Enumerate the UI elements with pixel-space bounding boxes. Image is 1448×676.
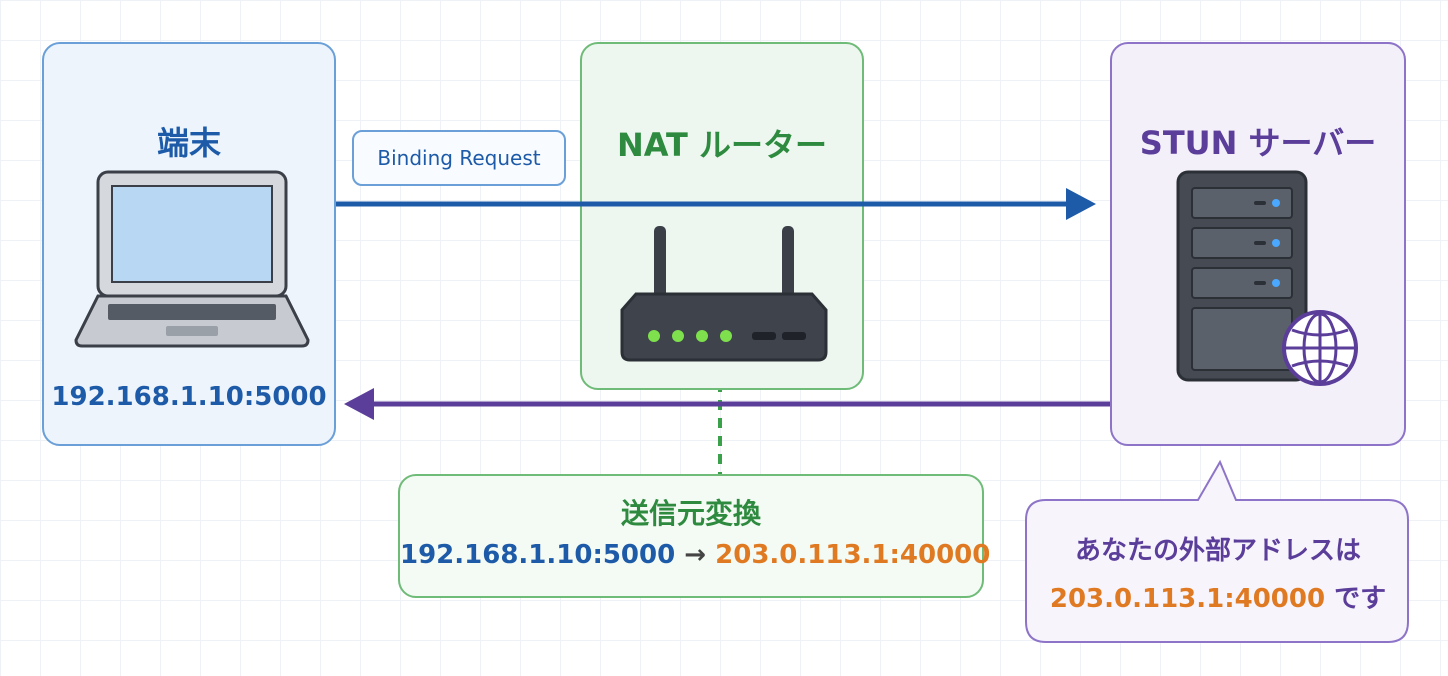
- translation-title: 送信元変換: [620, 497, 761, 530]
- response-line1: あなたの外部アドレスは: [1074, 536, 1361, 566]
- laptop-icon: [74, 170, 310, 348]
- stun-title: STUN サーバー: [1139, 124, 1377, 162]
- nat-title: NAT ルーター: [616, 126, 828, 164]
- terminal-box: 端末 192.168.1.10:5000: [42, 42, 336, 446]
- stun-server-box: STUN サーバー: [1110, 42, 1406, 446]
- response-address: 203.0.113.1:40000: [1049, 584, 1326, 614]
- translation-arrow: →: [684, 540, 707, 570]
- terminal-title: 端末: [156, 124, 221, 162]
- nat-router-box: NAT ルーター: [580, 42, 864, 390]
- translation-to: 203.0.113.1:40000: [715, 540, 991, 570]
- translation-line: 192.168.1.10:5000 → 203.0.113.1:40000: [400, 540, 990, 570]
- terminal-address: 192.168.1.10:5000: [51, 382, 327, 412]
- server-icon: [1176, 170, 1358, 386]
- binding-request-label: Binding Request: [352, 130, 566, 186]
- request-arrow: [336, 188, 1096, 220]
- response-suffix: です: [1325, 584, 1387, 614]
- translation-from: 192.168.1.10:5000: [400, 540, 676, 570]
- router-icon: [620, 226, 828, 362]
- response-arrow: [344, 388, 1110, 420]
- response-line2: 203.0.113.1:40000 です: [1030, 578, 1406, 615]
- globe-icon: [1282, 310, 1358, 386]
- response-bubble: [1025, 459, 1409, 643]
- translation-box: 送信元変換 192.168.1.10:5000 → 203.0.113.1:40…: [398, 474, 990, 598]
